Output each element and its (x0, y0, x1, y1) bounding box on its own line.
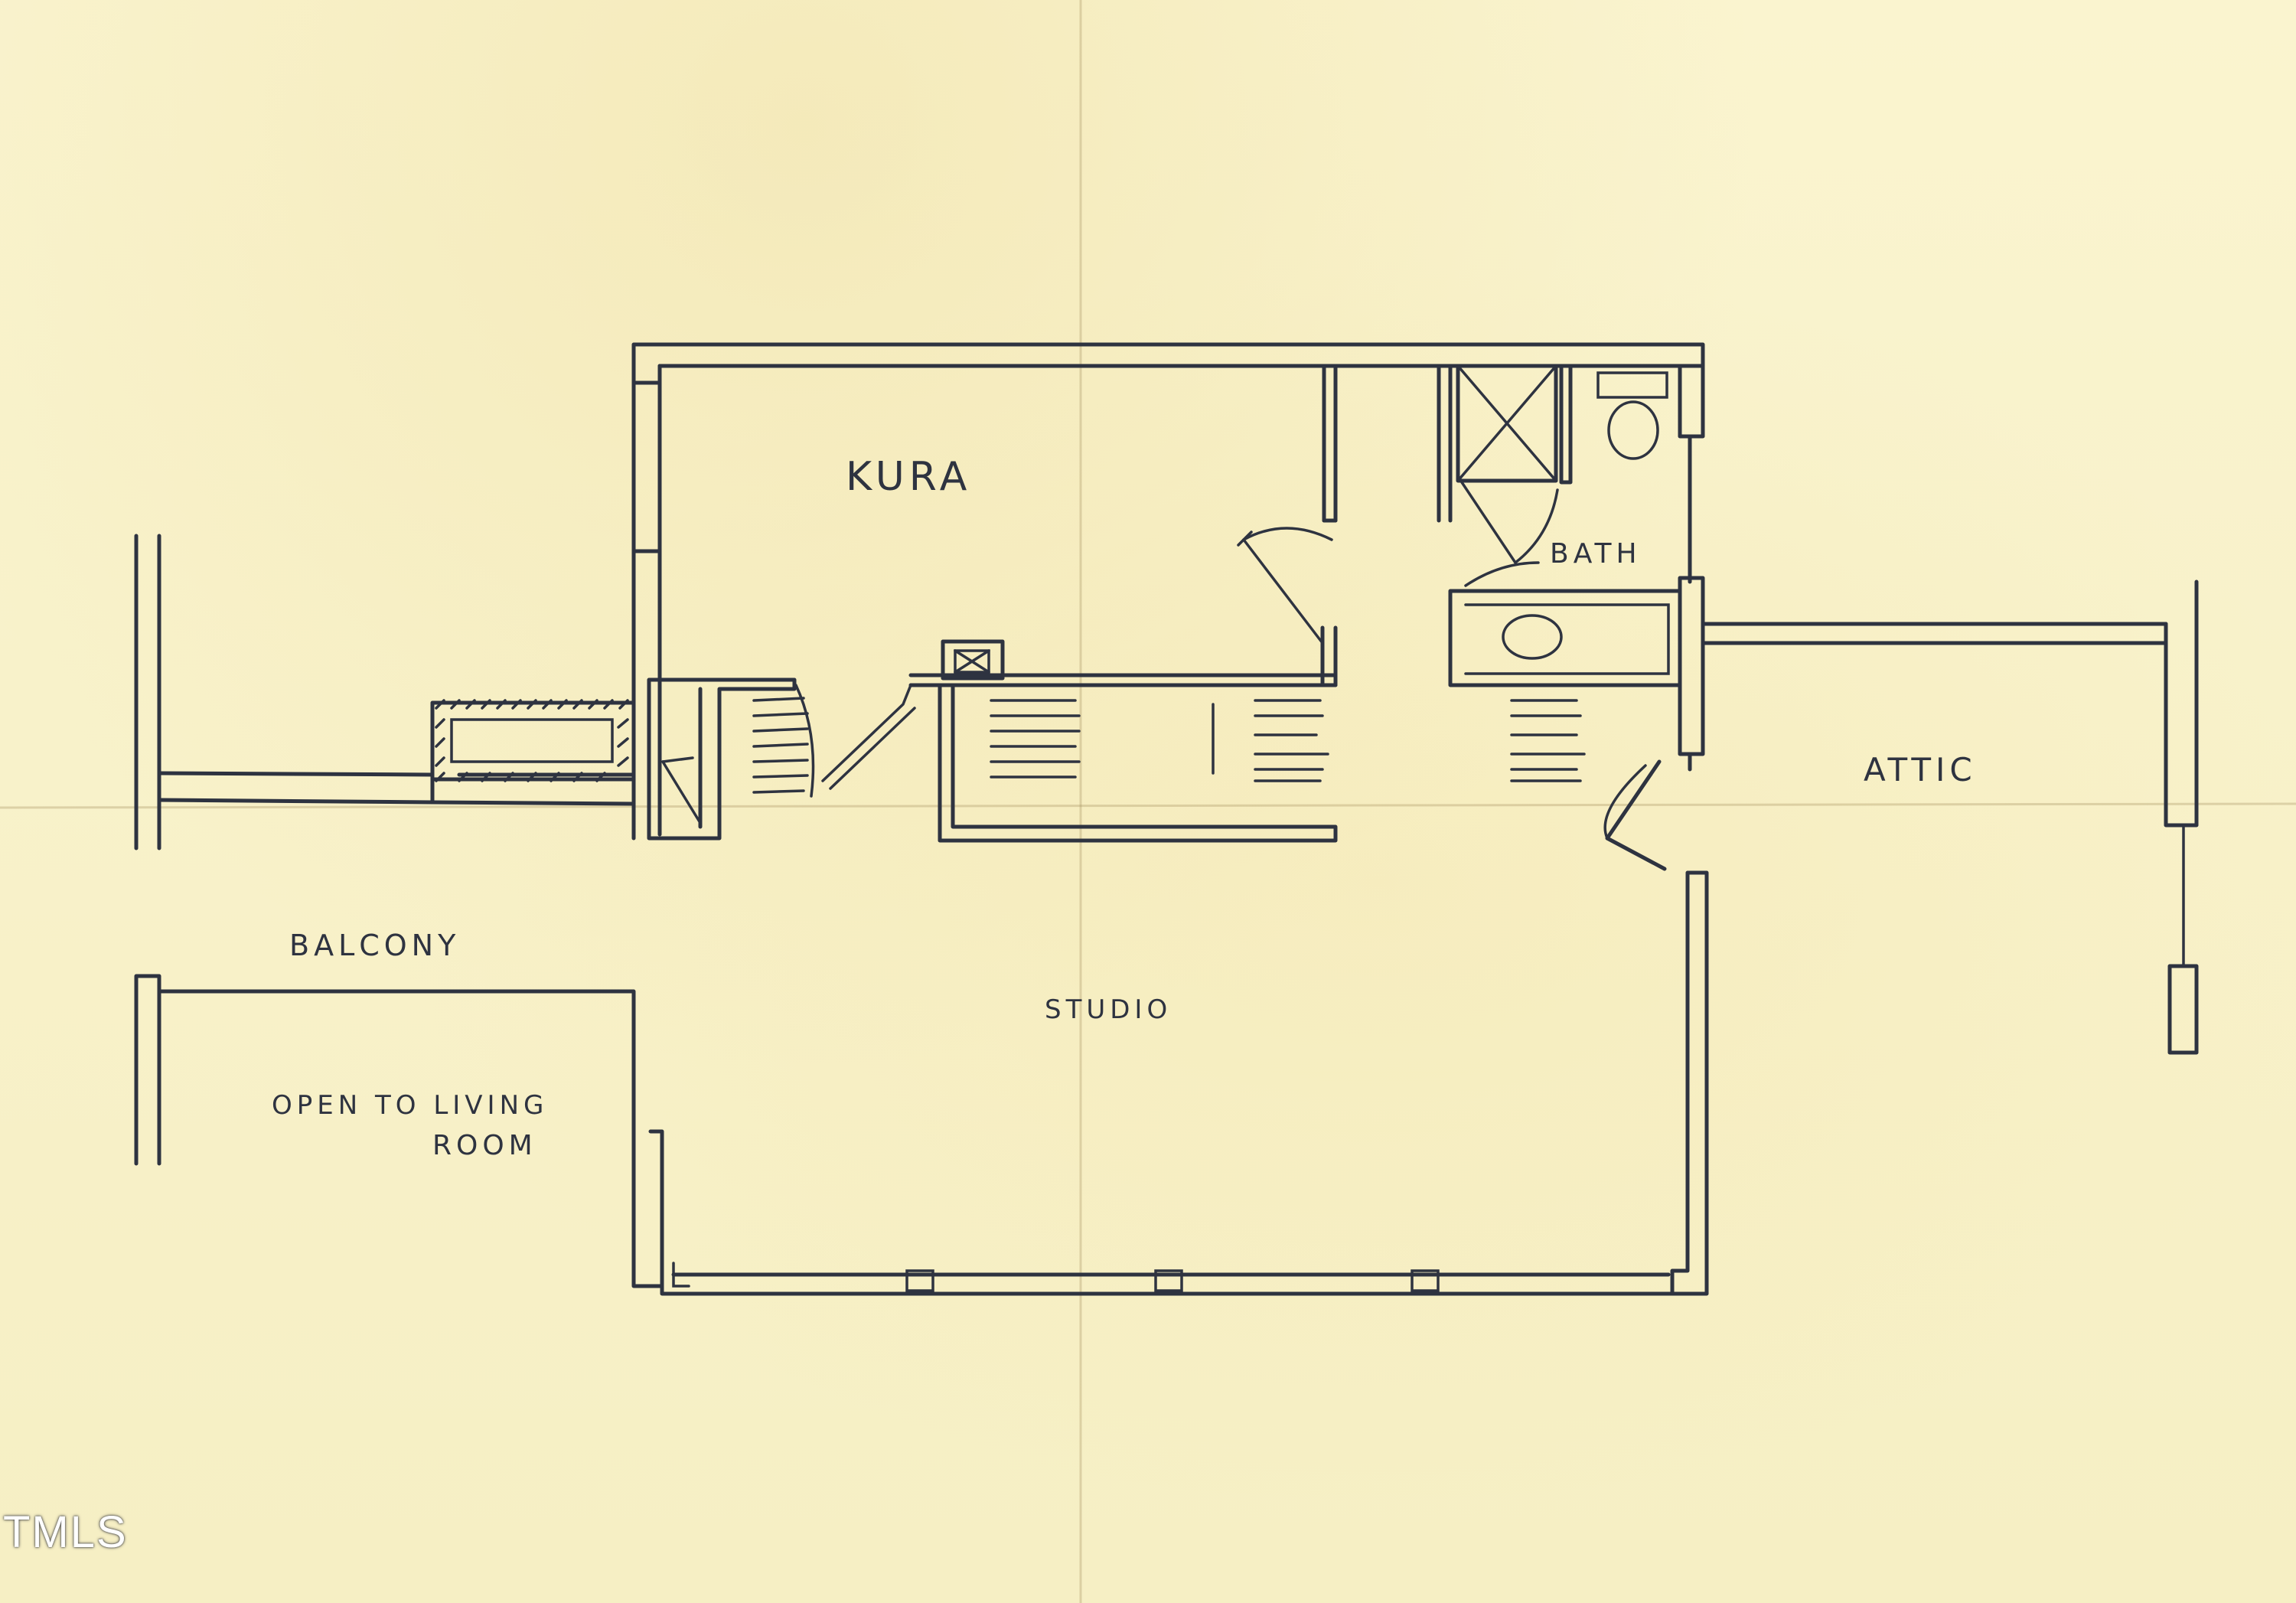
watermark: TMLS (3, 1507, 128, 1557)
label-balcony: BALCONY (289, 929, 460, 962)
kura-door (1237, 527, 1333, 645)
label-studio: STUDIO (1045, 994, 1172, 1025)
bath-walls (1437, 364, 1705, 687)
label-kura: KURA (846, 454, 971, 500)
kura-walls (631, 342, 1705, 843)
stair-hatch (647, 677, 797, 841)
stair-treads (752, 684, 1586, 798)
studio-walls (660, 576, 1709, 1296)
paper-fold-horizontal (0, 802, 2296, 809)
label-open-line1: OPEN TO LIVING (272, 1090, 548, 1121)
label-bath: BATH (1550, 538, 1642, 570)
label-attic: ATTIC (1864, 751, 1977, 788)
attic-walls (1701, 579, 2199, 1055)
balcony-walls (134, 534, 664, 1288)
label-open-line2: ROOM (432, 1130, 537, 1161)
chimney (941, 639, 1005, 681)
